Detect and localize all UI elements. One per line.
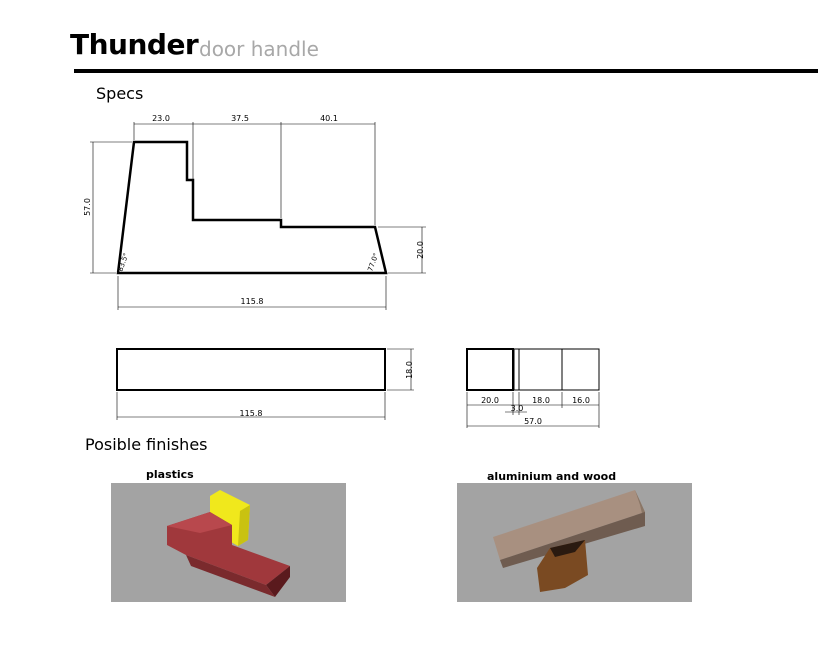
handle-profile-outline bbox=[116, 140, 388, 275]
side-block-1 bbox=[466, 348, 514, 391]
side-dim-total: 57.0 bbox=[524, 417, 542, 426]
bar-dim-width: 115.8 bbox=[240, 409, 263, 418]
dim-right-height: 20.0 bbox=[416, 241, 425, 259]
dim-top-2: 37.5 bbox=[231, 114, 249, 123]
side-dim-4: 16.0 bbox=[572, 396, 590, 405]
plastics-render bbox=[111, 483, 346, 602]
side-block-2 bbox=[518, 348, 563, 391]
dim-top-3: 40.1 bbox=[320, 114, 338, 123]
page-title: Thunder bbox=[70, 28, 199, 61]
side-dim-2: 3.0 bbox=[511, 404, 524, 413]
dim-top-1: 23.0 bbox=[152, 114, 170, 123]
dim-width: 115.8 bbox=[241, 297, 264, 306]
angle-right: 77.0° bbox=[366, 252, 380, 273]
dimension-lines bbox=[90, 122, 426, 310]
dim-height: 57.0 bbox=[83, 198, 92, 216]
finish-label-aluminium-wood: aluminium and wood bbox=[487, 470, 617, 483]
side-dim-1: 20.0 bbox=[481, 396, 499, 405]
side-block-3 bbox=[561, 348, 600, 391]
finish-label-plastics: plastics bbox=[146, 468, 194, 481]
page-subtitle: door handle bbox=[199, 37, 319, 61]
angle-left: 83.5° bbox=[116, 252, 130, 273]
side-gap bbox=[513, 348, 520, 391]
specs-heading: Specs bbox=[96, 84, 144, 103]
aluminium-wood-render bbox=[457, 483, 692, 602]
bar-outline bbox=[116, 348, 386, 391]
bar-dim-height: 18.0 bbox=[405, 361, 414, 379]
finishes-heading: Posible finishes bbox=[85, 435, 208, 454]
title-divider bbox=[74, 69, 818, 73]
side-dim-3: 18.0 bbox=[532, 396, 550, 405]
